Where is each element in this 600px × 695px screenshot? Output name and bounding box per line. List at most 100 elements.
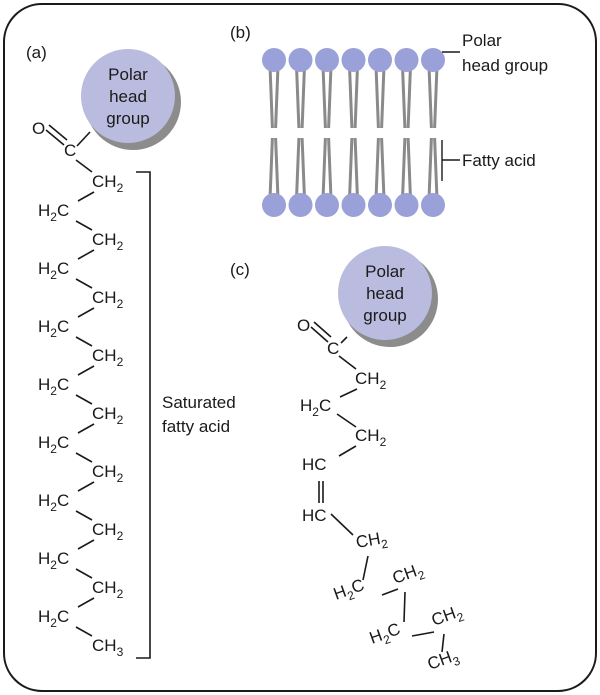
panel-c-chain-bond: [381, 588, 399, 596]
panel-c-chain-atom: CH2: [354, 528, 389, 556]
panel-c-double-bond-2: [313, 321, 332, 338]
panel-a-chain-atom: H2C: [38, 491, 69, 514]
bilayer-tail-upper: [300, 65, 306, 129]
bilayer-tail-lower: [406, 137, 412, 200]
bilayer-tail-upper: [348, 65, 354, 129]
bilayer-tail-upper: [406, 65, 412, 129]
panel-c-chain-atom: H2C: [331, 575, 368, 607]
bilayer-tail-lower: [348, 137, 354, 200]
panel-a-head-line-2: head: [109, 87, 147, 106]
panel-c-chain-bond: [336, 413, 357, 428]
panel-a-label: (a): [26, 43, 47, 62]
panel-b-head-label-2: head group: [462, 56, 548, 75]
bilayer-tail-lower: [327, 137, 333, 200]
bilayer-tail-upper: [327, 65, 333, 129]
panel-c-chain-bond: [338, 355, 357, 370]
panel-a-chain-atom: CH2: [92, 462, 124, 485]
bilayer-tail-upper: [427, 65, 433, 129]
panel-a-bracket: [136, 171, 151, 659]
panel-c-double-bond-1: [310, 326, 329, 343]
panel-c-chain-bond: [441, 633, 445, 653]
panel-a-chain-atom: CH2: [92, 578, 124, 601]
panel-c-bond-to-head: [340, 336, 348, 344]
panel-a-carbonyl-oxygen: O: [32, 119, 45, 138]
panel-c-chain-bond: [411, 631, 435, 637]
panel-a-carbonyl-carbon: C: [64, 141, 76, 160]
bilayer-head-bottom: [368, 193, 392, 217]
bilayer-tail-upper: [268, 65, 274, 129]
bilayer-head-top: [288, 48, 313, 72]
panel-a-chain-bond: [75, 626, 93, 637]
panel-c-carbonyl-carbon: C: [327, 339, 339, 358]
bilayer-head-top: [341, 48, 366, 72]
bilayer-tail-upper: [353, 65, 359, 129]
panel-a-chain-atom: H2C: [38, 607, 69, 630]
panel-a-chain-bond: [77, 307, 95, 318]
bilayer-tail-upper: [374, 65, 380, 129]
bilayer-tail-lower: [353, 137, 359, 200]
panel-a-chain-bond: [75, 220, 93, 231]
panel-c-chain-bond: [403, 591, 406, 623]
panel-a-chain-bond: [77, 481, 95, 492]
panel-a-chain-atom: CH2: [92, 346, 124, 369]
panel-a-double-bond-2: [48, 124, 68, 141]
panel-a-chain-bond: [75, 278, 93, 289]
panel-a-double-bond-1: [45, 129, 65, 146]
panel-a-chain-bond: [77, 597, 95, 608]
bilayer-tail-upper: [401, 65, 407, 129]
panel-c-chain-bond: [339, 388, 358, 398]
panel-a-chain-bond: [75, 394, 93, 405]
bilayer-head-bottom: [315, 193, 339, 217]
panel-c-chain-atom: CH2: [355, 426, 387, 449]
panel-a-chain-bond: [75, 336, 93, 347]
panel-c-label: (c): [230, 260, 250, 279]
panel-a-bracket-label-2: fatty acid: [162, 417, 230, 436]
panel-a-head-line-1: Polar: [108, 65, 148, 84]
panel-a-chain-bond: [77, 539, 95, 550]
bilayer-tail-lower: [321, 137, 327, 200]
panel-a-chain-atom: CH2: [92, 172, 124, 195]
bilayer-head-top: [394, 48, 419, 72]
panel-a-chain-bond: [75, 159, 93, 173]
panel-a-chain-atom: H2C: [38, 375, 69, 398]
panel-a-bond-to-head: [76, 131, 91, 147]
bilayer-tail-lower: [274, 137, 280, 200]
panel-b-bilayer: [262, 48, 445, 217]
panel-c-chain-bond: [338, 445, 357, 457]
bilayer-tail-upper: [295, 65, 301, 129]
panel-b-label: (b): [230, 23, 251, 42]
bilayer-tail-lower: [427, 137, 433, 200]
bilayer-head-bottom: [394, 193, 419, 217]
bilayer-tail-lower: [401, 137, 407, 200]
bilayer-tail-lower: [433, 137, 439, 200]
bilayer-tail-upper: [380, 65, 386, 129]
bilayer-tail-lower: [300, 137, 306, 200]
panel-a-chain-atom: CH2: [92, 404, 124, 427]
bilayer-head-top: [262, 48, 286, 72]
panel-a-chain-bond: [75, 568, 93, 579]
panel-a-chain-bond: [77, 191, 95, 202]
panel-a-chain-atom: CH3: [92, 636, 124, 659]
panel-c-chain-bond: [330, 513, 354, 536]
bilayer-tail-upper: [321, 65, 327, 129]
bilayer-head-top: [421, 48, 445, 72]
panel-a-chain-bond: [77, 423, 95, 434]
panel-a-bracket-label-1: Saturated: [162, 393, 236, 412]
bilayer-head-top: [368, 48, 392, 72]
panel-a-chain: CH2H2CCH2H2CCH2H2CCH2H2CCH2H2CCH2H2CCH2H…: [38, 159, 124, 659]
panel-a-chain-atom: H2C: [38, 317, 69, 340]
panel-c-head-line-3: group: [363, 306, 406, 325]
panel-a-chain-atom: H2C: [38, 259, 69, 282]
panel-b-tail-label: Fatty acid: [462, 151, 536, 170]
panel-c-chain-atom: CH2: [429, 601, 467, 633]
panel-c-chain-bond: [362, 555, 369, 581]
panel-c-chain-atom: CH2: [390, 559, 428, 591]
panel-a-chain-bond: [77, 249, 95, 260]
bilayer-head-bottom: [262, 193, 286, 217]
panel-c-carbonyl-oxygen: O: [297, 316, 310, 335]
bilayer-tail-upper: [274, 65, 280, 129]
panel-a-chain-atom: H2C: [38, 549, 69, 572]
panel-a-chain-atom: H2C: [38, 201, 69, 224]
panel-c-head-line-1: Polar: [365, 262, 405, 281]
